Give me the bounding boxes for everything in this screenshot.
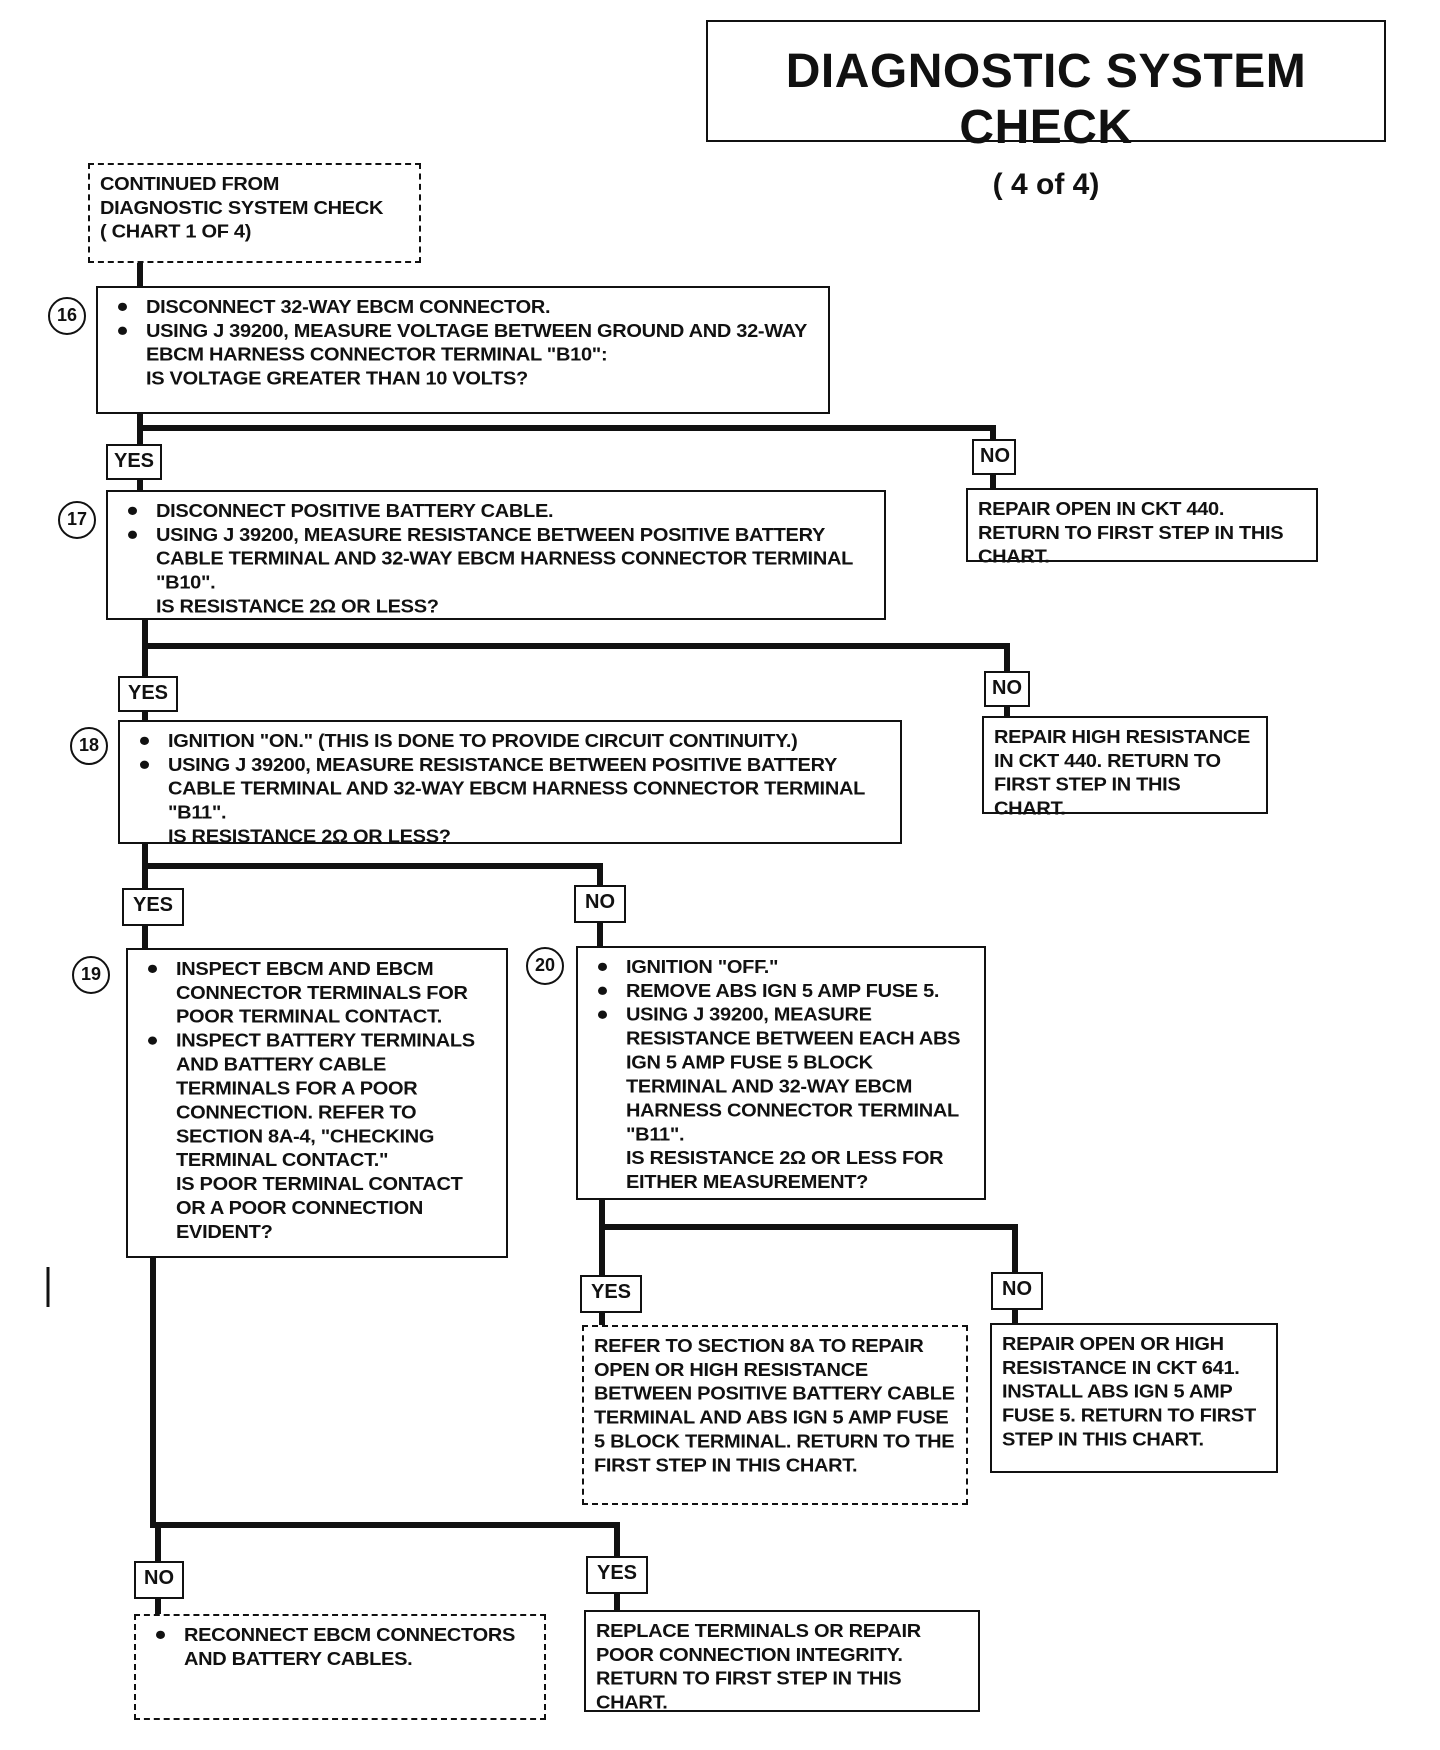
result-16-no-text: REPAIR OPEN IN CKT 440. RETURN TO FIRST … — [978, 499, 1284, 568]
result-17-no-box: REPAIR HIGH RESISTANCE IN CKT 440. RETUR… — [982, 716, 1268, 819]
result-19-no-box: RECONNECT EBCM CONNECTORS AND BATTERY CA… — [134, 1614, 546, 1720]
chart-page-indicator: ( 4 of 4) — [992, 168, 1100, 201]
no-label-18: NO — [574, 885, 626, 923]
step-18-bullet-2: USING J 39200, MEASURE RESISTANCE BETWEE… — [130, 753, 890, 825]
step-number-18: 18 — [70, 727, 108, 765]
yes-label-18: YES — [122, 888, 184, 926]
step-number-20: 20 — [526, 947, 564, 985]
step-number-16: 16 — [48, 297, 86, 335]
step-20-question: IS RESISTANCE 2Ω OR LESS FOR EITHER MEAS… — [626, 1148, 944, 1193]
continued-line-1: CONTINUED FROM — [100, 174, 280, 195]
result-17-no-text: REPAIR HIGH RESISTANCE IN CKT 440. RETUR… — [994, 727, 1251, 820]
step-19-bullet-2: INSPECT BATTERY TERMINALS AND BATTERY CA… — [138, 1029, 496, 1173]
step-number-19: 19 — [72, 956, 110, 994]
continued-line-2: DIAGNOSTIC SYSTEM CHECK — [100, 198, 384, 219]
step-16-bullet-2: USING J 39200, MEASURE VOLTAGE BETWEEN G… — [108, 319, 818, 367]
yes-label-20: YES — [580, 1275, 642, 1313]
chart-title-box: DIAGNOSTIC SYSTEM CHECK ( 4 of 4) — [706, 20, 1386, 201]
result-16-no-box: REPAIR OPEN IN CKT 440. RETURN TO FIRST … — [966, 488, 1318, 567]
step-16-question: IS VOLTAGE GREATER THAN 10 VOLTS? — [146, 368, 528, 390]
result-20-no-box: REPAIR OPEN OR HIGH RESISTANCE IN CKT 64… — [990, 1323, 1278, 1473]
result-20-yes-text: REFER TO SECTION 8A TO REPAIR OPEN OR HI… — [594, 1336, 955, 1477]
step-18-question: IS RESISTANCE 2Ω OR LESS? — [168, 826, 451, 848]
no-label-20: NO — [991, 1272, 1043, 1310]
result-19-no-text: RECONNECT EBCM CONNECTORS AND BATTERY CA… — [146, 1623, 534, 1671]
step-20-bullet-2: REMOVE ABS IGN 5 AMP FUSE 5. — [588, 979, 974, 1003]
yes-label-19: YES — [586, 1556, 648, 1594]
step-17-bullet-2: USING J 39200, MEASURE RESISTANCE BETWEE… — [118, 523, 874, 595]
yes-label-16: YES — [106, 444, 162, 480]
yes-label-17: YES — [118, 676, 178, 712]
step-20-box: IGNITION "OFF." REMOVE ABS IGN 5 AMP FUS… — [576, 946, 986, 1200]
no-label-16: NO — [972, 439, 1016, 475]
no-label-19: NO — [134, 1561, 184, 1599]
result-19-yes-box: REPLACE TERMINALS OR REPAIR POOR CONNECT… — [584, 1610, 980, 1713]
step-17-question: IS RESISTANCE 2Ω OR LESS? — [156, 596, 439, 618]
chart-title: DIAGNOSTIC SYSTEM CHECK — [785, 45, 1307, 154]
step-20-bullet-1: IGNITION "OFF." — [588, 955, 974, 979]
result-20-no-text: REPAIR OPEN OR HIGH RESISTANCE IN CKT 64… — [1002, 1334, 1256, 1451]
step-number-17: 17 — [58, 501, 96, 539]
step-18-bullet-1: IGNITION "ON." (THIS IS DONE TO PROVIDE … — [130, 729, 890, 753]
step-18-box: IGNITION "ON." (THIS IS DONE TO PROVIDE … — [118, 720, 902, 847]
step-19-bullet-1: INSPECT EBCM AND EBCM CONNECTOR TERMINAL… — [138, 957, 496, 1029]
step-19-question: IS POOR TERMINAL CONTACT OR A POOR CONNE… — [176, 1174, 463, 1243]
step-17-bullet-1: DISCONNECT POSITIVE BATTERY CABLE. — [118, 499, 874, 523]
result-20-yes-box: REFER TO SECTION 8A TO REPAIR OPEN OR HI… — [582, 1325, 968, 1505]
continued-from-box: CONTINUED FROM DIAGNOSTIC SYSTEM CHECK (… — [88, 163, 421, 263]
step-19-box: INSPECT EBCM AND EBCM CONNECTOR TERMINAL… — [126, 948, 508, 1258]
step-20-bullet-3: USING J 39200, MEASURE RESISTANCE BETWEE… — [588, 1003, 974, 1147]
step-17-box: DISCONNECT POSITIVE BATTERY CABLE. USING… — [106, 490, 886, 620]
continued-line-3: ( CHART 1 OF 4) — [100, 222, 252, 243]
step-16-box: DISCONNECT 32-WAY EBCM CONNECTOR. USING … — [96, 286, 830, 414]
step-16-bullet-1: DISCONNECT 32-WAY EBCM CONNECTOR. — [108, 295, 818, 319]
result-19-yes-text: REPLACE TERMINALS OR REPAIR POOR CONNECT… — [596, 1621, 921, 1714]
no-label-17: NO — [984, 671, 1030, 707]
